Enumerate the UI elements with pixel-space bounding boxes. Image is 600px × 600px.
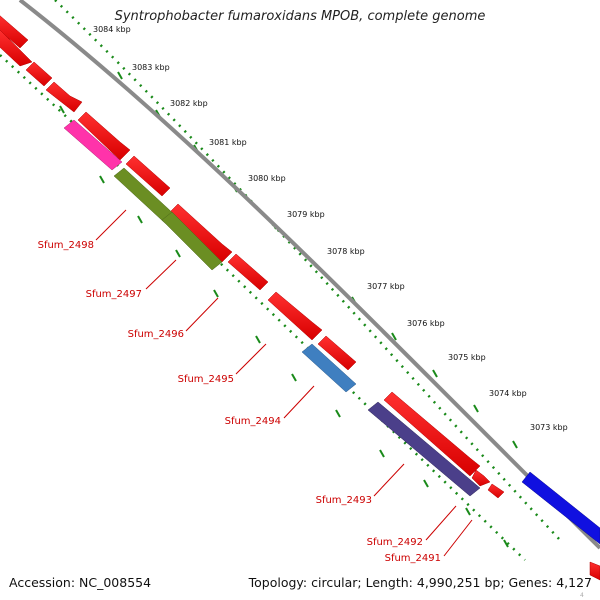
page-title: Syntrophobacter fumaroxidans MPOB, compl… [114, 9, 486, 24]
gene-arrow [0, 15, 29, 49]
tick-label: 3083 kbp [132, 63, 170, 72]
gene-purple [367, 401, 481, 497]
tick-labels: 3084 kbp 3083 kbp 3082 kbp 3081 kbp 3080… [93, 25, 568, 432]
gene-label-leaders [95, 209, 473, 557]
gene-label-sfum-2493: Sfum_2493 [316, 495, 372, 506]
gene-arrow [25, 61, 53, 87]
gene-label-sfum-2498: Sfum_2498 [38, 240, 94, 251]
tick-label: 3084 kbp [93, 25, 131, 34]
outer-tick-marks [117, 71, 518, 449]
gene-arrow [487, 483, 505, 499]
gene-arrow [317, 335, 357, 371]
tick-label: 3077 kbp [367, 282, 405, 291]
inner-tick-marks [59, 105, 509, 548]
tick-label: 3081 kbp [209, 138, 247, 147]
tick-label: 3082 kbp [170, 99, 208, 108]
gene-arrow [471, 469, 491, 487]
gene-arrow [0, 29, 33, 67]
tick-label: 3076 kbp [407, 319, 445, 328]
gene-arrow [77, 111, 131, 161]
outer-tick-track [54, 0, 561, 541]
tick-label: 3078 kbp [327, 247, 365, 256]
gene-magenta [63, 119, 123, 171]
genome-backbone [18, 0, 600, 550]
corner-mark: 4 [580, 592, 584, 599]
gene-label-sfum-2494: Sfum_2494 [225, 416, 281, 427]
forward-strand-genes [0, 15, 600, 581]
tick-label: 3080 kbp [248, 174, 286, 183]
gene-label-sfum-2497: Sfum_2497 [86, 289, 142, 300]
tick-label: 3073 kbp [530, 423, 568, 432]
gene-olive-2 [161, 211, 223, 271]
gene-label-sfum-2492: Sfum_2492 [367, 537, 423, 548]
gene-blue [521, 471, 600, 545]
gene-labels: Sfum_2498 Sfum_2497 Sfum_2496 Sfum_2495 … [38, 240, 441, 564]
gene-label-sfum-2491: Sfum_2491 [385, 553, 441, 564]
gene-arrow [589, 561, 600, 581]
gene-arrow [267, 291, 323, 341]
gene-arrow [383, 391, 481, 477]
gene-label-sfum-2496: Sfum_2496 [128, 329, 184, 340]
gene-arrow [227, 253, 269, 291]
gene-arrow [125, 155, 171, 197]
gene-label-sfum-2495: Sfum_2495 [178, 374, 234, 385]
accession-text: Accession: NC_008554 [9, 575, 152, 590]
tick-label: 3075 kbp [448, 353, 486, 362]
gene-arrow [45, 81, 83, 113]
gene-arrow [169, 203, 233, 263]
topology-text: Topology: circular; Length: 4,990,251 bp… [248, 575, 592, 590]
tick-label: 3074 kbp [489, 389, 527, 398]
tick-label: 3079 kbp [287, 210, 325, 219]
gene-steelblue [301, 343, 357, 393]
